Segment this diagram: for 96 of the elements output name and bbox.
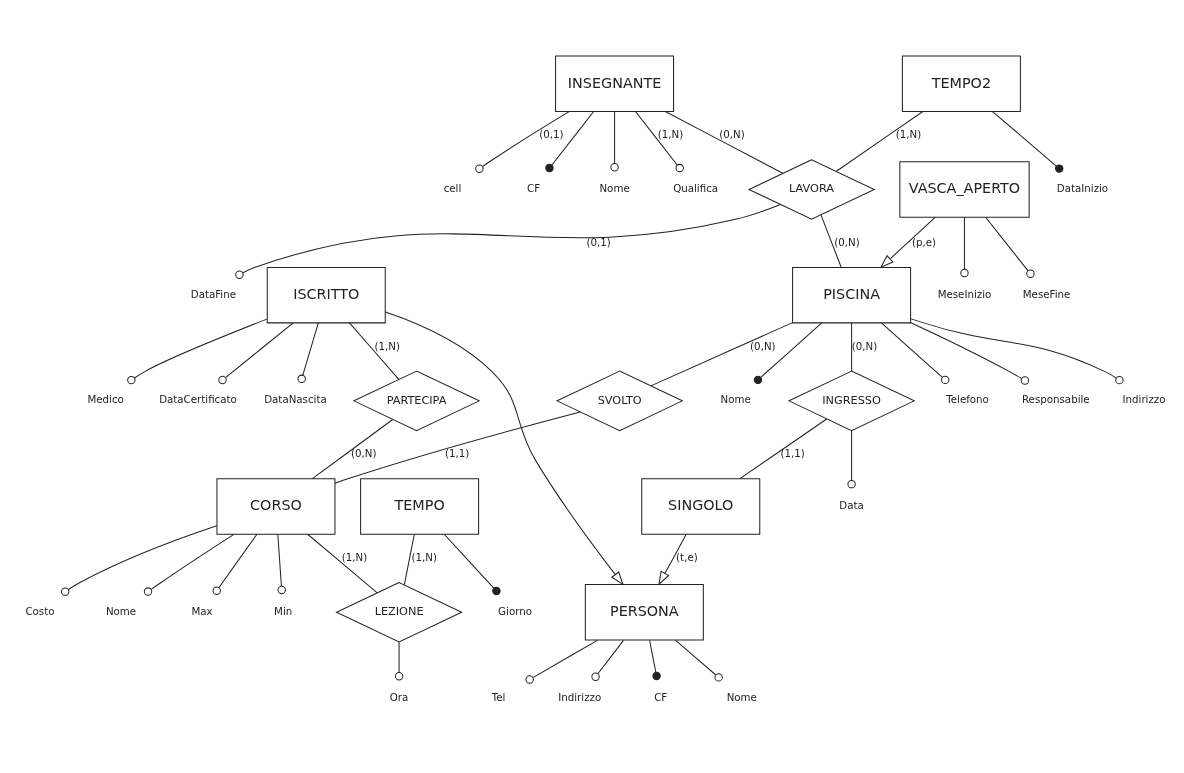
edge-label: (1,1) — [780, 447, 805, 460]
connector — [591, 639, 625, 681]
node-box: ISCRITTO — [266, 266, 386, 324]
node-text: DataInizio — [1056, 182, 1109, 195]
edge-label: (1,1) — [444, 447, 470, 460]
node-box: VASCA_APERTO — [899, 161, 1030, 218]
edge-label: (0,N) — [350, 447, 377, 460]
edge-label: (1,N) — [895, 128, 922, 141]
connector — [851, 322, 853, 372]
node-text: CF — [654, 690, 668, 703]
edge-label: (p,e) — [911, 235, 936, 248]
edge-label: (1,N) — [341, 550, 368, 563]
connector — [820, 214, 842, 268]
node-diamond: LEZIONE — [335, 581, 463, 643]
node-text: Giorno — [498, 604, 532, 617]
node-diamond: PARTECIPA — [352, 370, 481, 432]
node-box: PISCINA — [792, 266, 912, 324]
node-box: CORSO — [216, 478, 336, 535]
connector — [847, 430, 856, 489]
connector — [835, 111, 924, 172]
arrow — [658, 533, 687, 586]
node-diamond: LAVORA — [747, 159, 876, 220]
connector — [307, 533, 378, 594]
connector — [880, 322, 950, 385]
node-text: Nome — [105, 604, 137, 617]
connector — [910, 318, 1124, 385]
node-text: Indirizzo — [1122, 393, 1166, 406]
connector — [218, 322, 294, 385]
connector — [545, 111, 595, 173]
edge-label: (0,N) — [851, 339, 878, 352]
node-text: Telefono — [946, 393, 989, 406]
node-diamond: SVOLTO — [555, 370, 684, 432]
edge-label: (t,e) — [676, 550, 698, 563]
edge-label: (0,N) — [750, 339, 776, 352]
connector — [525, 639, 599, 684]
edge-label: (0,1) — [586, 235, 611, 248]
connector — [634, 111, 684, 173]
node-text: Nome — [599, 182, 630, 195]
connector — [610, 111, 619, 172]
connector — [674, 639, 723, 682]
node-box: INSEGNANTE — [555, 55, 675, 113]
connector — [985, 216, 1035, 278]
arrow — [879, 216, 936, 269]
connector — [992, 111, 1064, 173]
node-text: Qualifica — [673, 182, 719, 195]
connector — [443, 533, 501, 596]
node-text: MeseFine — [1022, 287, 1071, 300]
connector — [212, 533, 258, 595]
node-text: Ora — [389, 690, 409, 703]
connector — [311, 418, 394, 480]
connector — [297, 322, 319, 384]
connector — [334, 411, 581, 484]
connector — [394, 641, 404, 681]
connector — [143, 533, 235, 596]
node-text: Costo — [25, 604, 55, 617]
node-text: Tel — [491, 690, 506, 703]
node-text: DataCertificato — [159, 393, 237, 406]
node-text: Nome — [720, 393, 751, 406]
arrow — [385, 311, 624, 586]
connector — [349, 322, 400, 380]
edge-label: (0,1) — [539, 128, 564, 141]
connector — [664, 111, 784, 174]
edge-label: (0,N) — [719, 128, 745, 141]
node-text: Min — [274, 604, 293, 617]
node-diamond: INGRESSO — [787, 370, 916, 432]
node-box: TEMPO2 — [901, 55, 1021, 113]
connector — [960, 216, 969, 278]
connector — [403, 533, 415, 586]
connector — [753, 322, 823, 385]
connector — [475, 111, 570, 173]
connector — [649, 639, 661, 681]
edge-label: (0,N) — [834, 235, 860, 248]
connector — [277, 533, 286, 595]
connector — [61, 525, 218, 596]
node-text: Medico — [87, 393, 124, 406]
connector — [739, 418, 828, 480]
node-text: Nome — [726, 690, 757, 703]
node-text: DataNascita — [264, 393, 327, 406]
node-text: CF — [526, 182, 541, 195]
edge-label: (1,N) — [411, 550, 437, 563]
node-text: Data — [839, 499, 864, 512]
connector — [910, 322, 1030, 385]
node-text: Max — [191, 604, 213, 617]
node-box: TEMPO — [360, 478, 480, 535]
edge-label: (1,N) — [374, 339, 401, 352]
connector — [235, 203, 781, 279]
node-text: Indirizzo — [558, 690, 602, 703]
node-text: MeseInizio — [937, 287, 992, 300]
node-box: PERSONA — [584, 584, 704, 641]
node-box: SINGOLO — [641, 478, 761, 535]
connector — [650, 322, 793, 387]
connector — [127, 318, 268, 385]
node-text: cell — [443, 182, 462, 195]
edge-label: (1,N) — [657, 128, 684, 141]
node-text: Responsabile — [1021, 393, 1090, 406]
node-text: DataFine — [190, 287, 237, 300]
